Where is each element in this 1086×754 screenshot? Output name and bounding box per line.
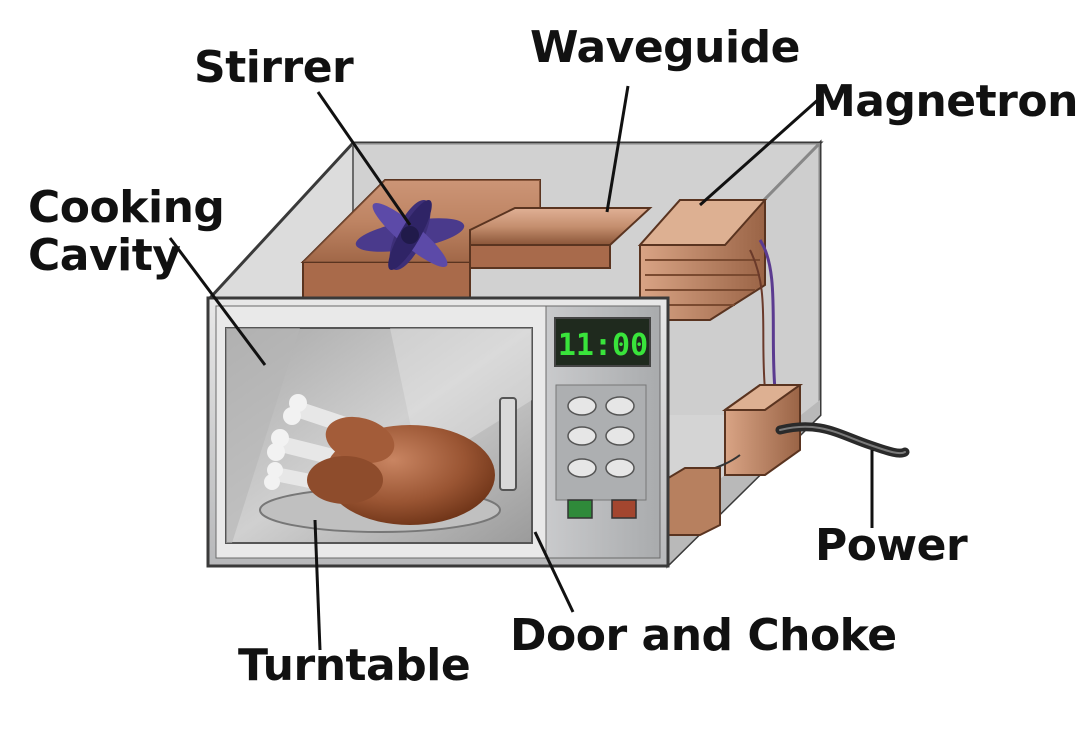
stop-button[interactable] xyxy=(611,499,637,519)
label-waveguide: Waveguide xyxy=(530,22,800,73)
stirrer-fan-icon xyxy=(355,200,465,270)
label-power: Power xyxy=(815,520,968,571)
keypad-button[interactable] xyxy=(605,426,635,446)
keypad-button[interactable] xyxy=(605,458,635,478)
capacitor xyxy=(664,467,721,536)
chicken-food-icon xyxy=(264,394,495,525)
label-cooking-cavity-line1: Cooking xyxy=(28,182,225,233)
label-stirrer: Stirrer xyxy=(194,42,354,93)
keypad-button[interactable] xyxy=(567,458,597,478)
leader-lines xyxy=(168,85,874,651)
label-cooking-cavity-line2: Cavity xyxy=(28,229,181,281)
power-transformer xyxy=(689,384,804,481)
magnetron xyxy=(637,199,777,391)
clock-display: 11:00 xyxy=(558,328,648,363)
keypad-button[interactable] xyxy=(567,396,597,416)
keypad xyxy=(567,396,637,519)
label-cooking-cavity: Cooking Cavity xyxy=(28,182,225,281)
label-turntable: Turntable xyxy=(238,640,471,691)
keypad-button[interactable] xyxy=(567,426,597,446)
leader-line-door xyxy=(533,531,575,613)
leader-line-turntable xyxy=(313,519,322,651)
start-button[interactable] xyxy=(567,499,593,519)
leader-line-cavity xyxy=(168,237,267,366)
leader-line-waveguide xyxy=(605,85,630,213)
leader-line-magnetron xyxy=(699,96,821,207)
label-door-and-choke: Door and Choke xyxy=(510,610,897,661)
label-magnetron: Magnetron xyxy=(812,76,1078,127)
keypad-button[interactable] xyxy=(605,396,635,416)
waveguide xyxy=(469,207,653,269)
door-handle xyxy=(499,397,517,491)
leader-line-stirrer xyxy=(316,91,412,226)
